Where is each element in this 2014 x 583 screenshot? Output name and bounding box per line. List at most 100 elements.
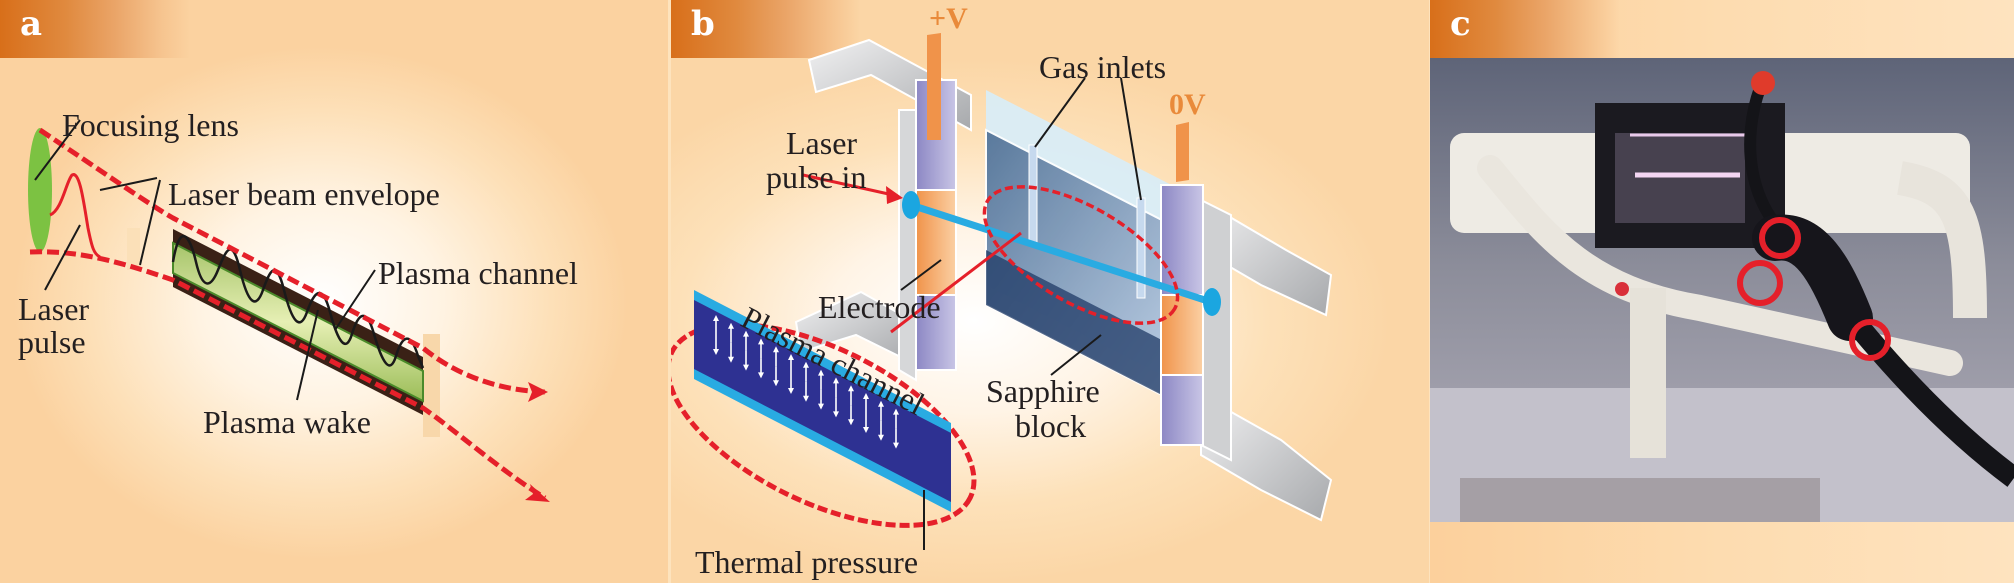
red-fitting-2 — [1737, 260, 1783, 306]
thermal-pressure-arrowhead — [803, 395, 809, 402]
thermal-pressure-arrowhead — [893, 408, 899, 415]
capillary-photo — [1430, 58, 2014, 522]
laser-in-arrow — [802, 173, 894, 197]
capillary-window — [1615, 133, 1745, 223]
panel-a: a Fo — [0, 0, 668, 583]
red-fitting-top — [1751, 71, 1775, 95]
right-electrode-top — [1160, 184, 1204, 296]
laser-in-arrowhead — [886, 186, 903, 204]
laser-exit-port — [1203, 288, 1221, 316]
plasma-wake-wave — [171, 235, 425, 369]
black-connector — [1752, 214, 1873, 341]
photo-steel-recess — [1460, 478, 1820, 522]
thermal-pressure-arrowhead — [743, 364, 749, 371]
focusing-lens — [28, 128, 52, 252]
holder-white-stand — [1630, 288, 1666, 458]
entrance-plate — [127, 228, 140, 270]
leader-sapphire — [1050, 334, 1102, 376]
thermal-pressure-arrowhead — [863, 393, 869, 399]
red-fitting-3 — [1849, 319, 1891, 361]
holder-left-vertical — [898, 109, 917, 382]
leader-laser-pulse — [44, 224, 81, 291]
thermal-pressure-arrowhead — [728, 322, 734, 329]
sapphire-bottom — [986, 250, 1191, 410]
label-laser-pulse-in-2: pulse in — [766, 159, 866, 195]
thermal-pressure-arrowhead — [788, 354, 794, 360]
laser-wakefield-diagram: Focusing lens Laser beam envelope Plasma… — [18, 107, 578, 502]
thermal-pressure-arrowhead — [863, 427, 869, 433]
inset-connector-line — [890, 231, 1022, 334]
thermal-pressure-arrowhead — [773, 346, 779, 353]
zero-v-post — [1176, 122, 1189, 182]
leader-gas-inlet-2 — [1120, 77, 1142, 201]
label-sapphire-1: Sapphire — [986, 373, 1100, 409]
laser-pulse-curve — [49, 173, 101, 259]
panel-letter-c: c — [1450, 4, 1471, 44]
channel-zoom-ring — [982, 185, 1180, 325]
leader-focusing-lens — [34, 119, 81, 181]
panel-tab-b: b — [671, 0, 861, 58]
leader-plasma-wake — [296, 309, 319, 401]
thermal-pressure-arrowhead — [818, 369, 824, 376]
thermal-pressure-arrowhead — [833, 411, 839, 418]
thermal-pressure-arrowhead — [788, 388, 794, 394]
holder-right-vertical — [1200, 198, 1232, 462]
panel-letter-b: b — [691, 4, 715, 44]
capillary-discharge-diagram: +V 0V Gas inlets Laser pulse in Electrod… — [671, 2, 1333, 580]
label-gas-inlets: Gas inlets — [1039, 49, 1166, 85]
panel-letter-a: a — [20, 4, 43, 44]
leader-envelope-1 — [99, 177, 158, 191]
black-tube-main — [1851, 320, 2014, 487]
thermal-pressure-arrowhead — [878, 400, 884, 407]
label-electrode: Electrode — [818, 289, 941, 325]
plus-v-post — [927, 33, 941, 140]
inset-plasma-channel — [694, 300, 951, 502]
thermal-pressure-arrowhead — [878, 434, 884, 441]
beam-arrow-upper — [528, 382, 548, 402]
holder-bottom-right-arm — [1200, 393, 1333, 522]
leader-electrode — [900, 259, 942, 291]
label-laser-pulse-1: Laser — [18, 291, 89, 327]
leader-envelope-2 — [139, 179, 161, 266]
thermal-pressure-arrowhead — [773, 380, 779, 387]
panel-b: b — [671, 0, 1429, 583]
holder-right-arm — [1896, 161, 1987, 319]
beam-envelope-upper — [38, 127, 546, 395]
white-gas-tube — [1477, 155, 1963, 376]
beam-envelope-lower — [29, 249, 547, 501]
red-fitting-1 — [1759, 217, 1801, 259]
thermal-pressure-arrowhead — [713, 349, 719, 355]
thermal-pressure-arrowhead — [758, 372, 764, 379]
laser-entry-port — [902, 191, 920, 219]
leader-plasma-channel — [334, 269, 376, 331]
panel-tab-a: a — [0, 0, 190, 58]
thermal-pressure-arrowhead — [833, 377, 839, 384]
label-laser-pulse-in-1: Laser — [786, 125, 857, 161]
beam-arrow-lower — [525, 484, 550, 502]
red-fitting-small — [1615, 282, 1629, 296]
thermal-pressure-arrowhead — [893, 442, 899, 449]
thermal-pressure-arrowhead — [713, 315, 719, 321]
thermal-pressure-arrowhead — [818, 403, 824, 410]
label-zero-v: 0V — [1169, 88, 1206, 121]
panel-tab-c: c — [1430, 0, 1620, 58]
label-plasma-channel: Plasma channel — [378, 255, 578, 291]
label-plasma-wake: Plasma wake — [203, 404, 371, 440]
thermal-pressure-arrowhead — [728, 356, 734, 363]
thermal-pressure-arrowhead — [848, 419, 854, 426]
label-laser-beam-envelope: Laser beam envelope — [168, 176, 440, 212]
right-electrode — [1160, 294, 1204, 376]
label-focusing-lens: Focusing lens — [62, 107, 239, 143]
gas-inlet-tube-1 — [1028, 144, 1038, 246]
capillary-channel — [909, 201, 1213, 306]
thermal-pressure-arrows — [713, 315, 899, 449]
label-sapphire-2: block — [1015, 408, 1086, 444]
inset-ring — [671, 322, 977, 528]
thermal-pressure-arrowhead — [758, 338, 764, 345]
panel-c: c — [1430, 0, 2014, 583]
leader-gas-inlet-1 — [1034, 77, 1086, 148]
label-laser-pulse-2: pulse — [18, 324, 86, 360]
label-thermal-pressure: Thermal pressure — [695, 544, 918, 580]
right-electrode-bottom — [1160, 374, 1204, 446]
thermal-pressure-arrowhead — [803, 361, 809, 368]
